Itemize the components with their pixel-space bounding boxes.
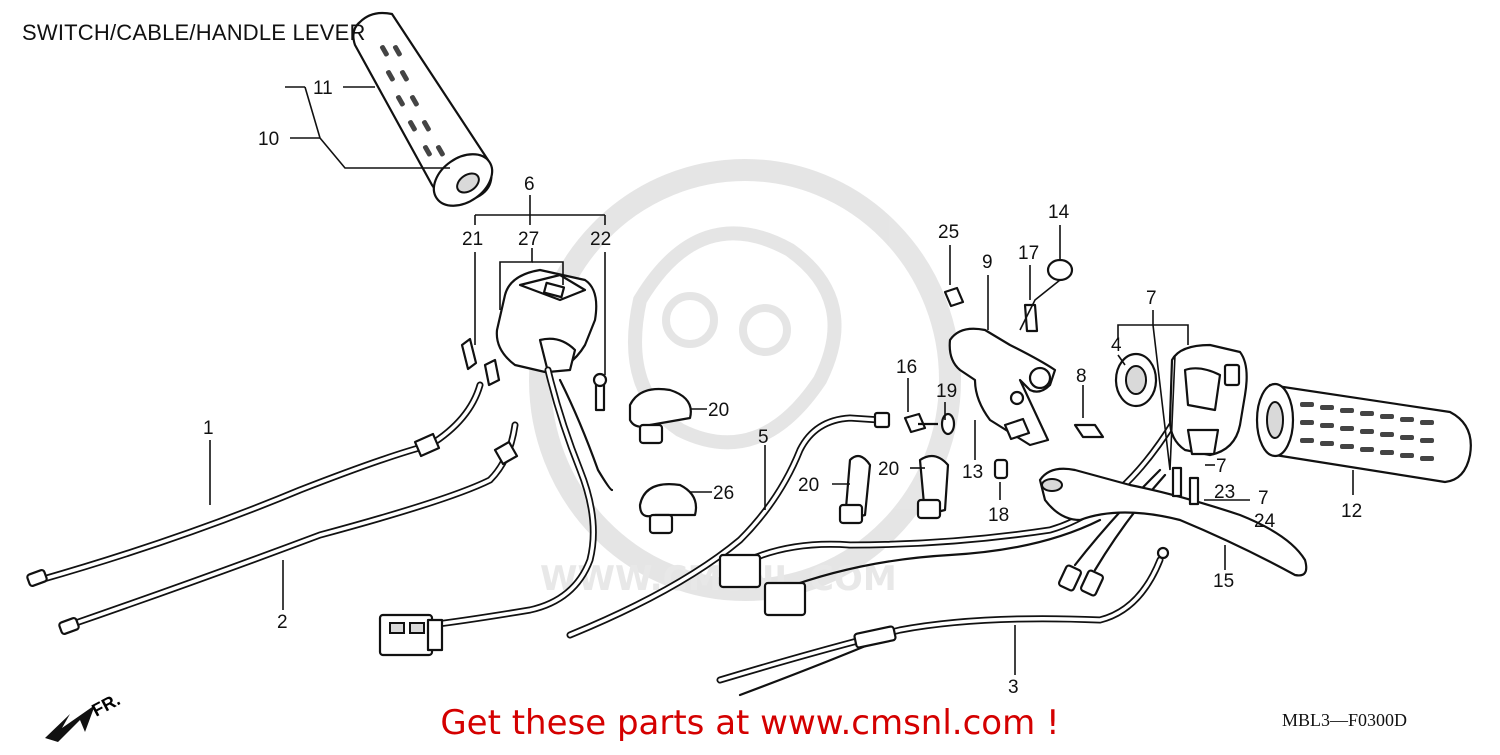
callout-25: 25 bbox=[938, 222, 959, 243]
leader-lines bbox=[209, 86, 1354, 675]
diagram-code: MBL3—F0300D bbox=[1282, 710, 1408, 730]
callout-14: 14 bbox=[1048, 202, 1070, 223]
throttle-grip-illustration bbox=[352, 11, 494, 207]
callout-1: 1 bbox=[203, 418, 214, 439]
callout-5: 5 bbox=[758, 427, 769, 448]
callout-24: 24 bbox=[1254, 511, 1276, 532]
callout-27: 27 bbox=[518, 229, 539, 250]
callout-18: 18 bbox=[988, 505, 1009, 526]
clutch-cable-illustration bbox=[566, 411, 891, 639]
callout-26: 26 bbox=[713, 483, 734, 504]
callout-22: 22 bbox=[590, 229, 611, 250]
callout-16: 16 bbox=[896, 357, 917, 378]
callout-2: 2 bbox=[277, 612, 288, 633]
lever-bracket-illustration bbox=[903, 258, 1105, 480]
throttle-cables-illustration bbox=[26, 381, 519, 635]
callout-8: 8 bbox=[1076, 366, 1087, 387]
callout-11: 11 bbox=[313, 78, 333, 99]
callout-21: 21 bbox=[462, 229, 483, 250]
left-grip-illustration bbox=[1255, 382, 1472, 484]
page-title: SWITCH/CABLE/HANDLE LEVER bbox=[22, 20, 366, 45]
callout-15: 15 bbox=[1213, 571, 1234, 592]
callout-6: 6 bbox=[524, 174, 535, 195]
callout-4: 4 bbox=[1111, 335, 1122, 356]
callout-12: 12 bbox=[1341, 501, 1362, 522]
choke-cable-illustration bbox=[716, 546, 1170, 697]
callout-13: 13 bbox=[962, 462, 983, 483]
callout-20b: 20 bbox=[798, 475, 819, 496]
callout-19: 19 bbox=[936, 381, 957, 402]
callout-20a: 20 bbox=[708, 400, 729, 421]
callout-17: 17 bbox=[1018, 243, 1039, 264]
promo-link[interactable]: Get these parts at www.cmsnl.com ! bbox=[440, 703, 1060, 743]
callout-9: 9 bbox=[982, 252, 993, 273]
callout-20c: 20 bbox=[878, 459, 899, 480]
callout-23: 23 bbox=[1214, 482, 1235, 503]
left-switch-illustration bbox=[1114, 343, 1248, 506]
callout-3: 3 bbox=[1008, 677, 1019, 698]
callout-7-mid: 7 bbox=[1216, 456, 1227, 477]
cable-clamps-illustration bbox=[628, 387, 950, 535]
callout-10: 10 bbox=[258, 129, 279, 150]
callout-7-low: 7 bbox=[1258, 488, 1269, 509]
right-switch-illustration bbox=[378, 268, 614, 657]
callout-7-top: 7 bbox=[1146, 288, 1157, 309]
callout-labels: 11 10 6 21 27 22 1 2 20 26 5 20 20 16 19… bbox=[203, 78, 1362, 698]
clutch-lever-illustration bbox=[1038, 467, 1308, 577]
watermark-text: WWW.CMSNL.COM bbox=[540, 559, 897, 599]
